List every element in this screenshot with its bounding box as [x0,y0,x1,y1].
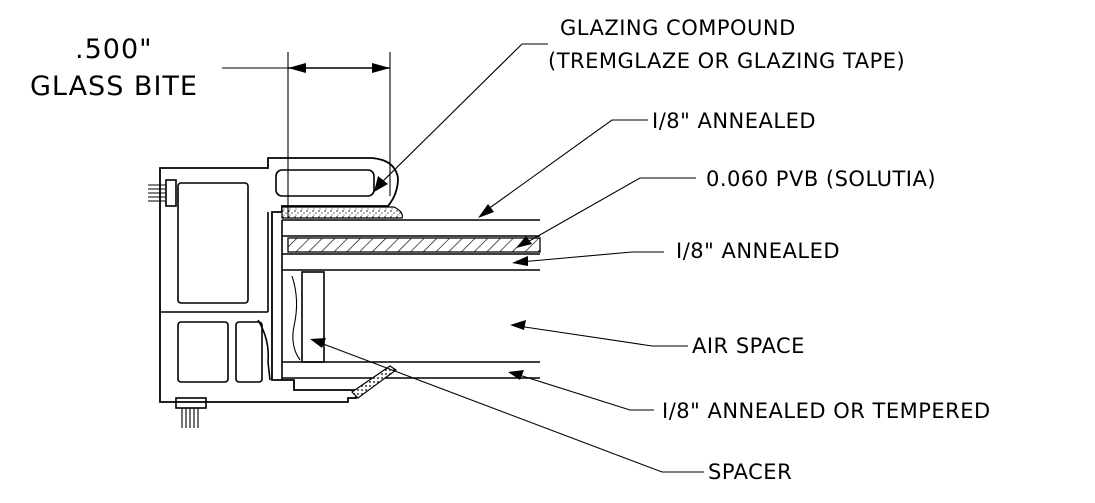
callout-lite-bottom: I/8" ANNEALED OR TEMPERED [662,399,991,423]
callout-glazing-compound-line1: GLAZING COMPOUND [560,16,796,40]
callout-pvb-interlayer: 0.060 PVB (SOLUTIA) [706,167,936,191]
glass-bite-dimension [222,52,391,218]
frame-extrusion [159,157,399,403]
callout-spacer: SPACER [708,460,792,484]
callout-air-space: AIR SPACE [692,334,805,358]
leader-lines [310,43,704,473]
callout-lite-inner: I/8" ANNEALED [676,239,840,263]
dimension-label: GLASS BITE [30,71,198,102]
glazing-gasket [351,365,398,399]
weatherstrip-bottom [175,397,207,428]
glazing-leg [257,319,271,381]
spacer-bar [291,271,325,363]
callout-lite-outer: I/8" ANNEALED [652,109,816,133]
callout-glazing-compound-line2: (TREMGLAZE OR GLAZING TAPE) [548,49,905,73]
pvb-interlayer [287,237,541,253]
weatherstrip-top [148,179,177,207]
dimension-value: .500" [75,34,153,65]
glass-unit [281,219,541,380]
glazing-compound-bead [281,206,403,219]
